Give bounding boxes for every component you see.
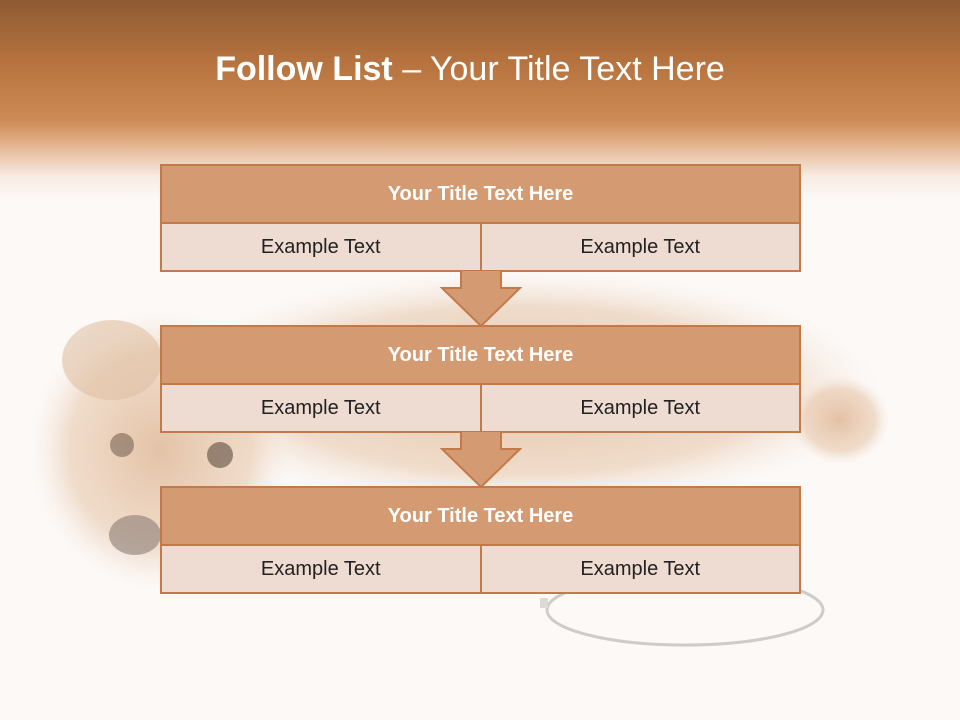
down-arrow-icon bbox=[439, 431, 523, 489]
down-arrow-icon bbox=[439, 270, 523, 328]
step-card-1: Your Title Text Here Example Text Exampl… bbox=[160, 164, 801, 272]
step-card-3: Your Title Text Here Example Text Exampl… bbox=[160, 486, 801, 594]
step-row: Example Text Example Text bbox=[162, 224, 799, 270]
step-title: Your Title Text Here bbox=[162, 327, 799, 385]
step-text-left: Example Text bbox=[162, 224, 480, 270]
slide-title: Follow List – Your Title Text Here bbox=[0, 50, 940, 89]
slide-title-subtitle: Your Title Text Here bbox=[429, 50, 725, 88]
slide-title-separator: – bbox=[402, 50, 422, 88]
step-title: Your Title Text Here bbox=[162, 166, 799, 224]
step-title: Your Title Text Here bbox=[162, 488, 799, 546]
slide-title-main: Follow List bbox=[215, 50, 393, 88]
step-text-left: Example Text bbox=[162, 385, 480, 431]
step-row: Example Text Example Text bbox=[162, 546, 799, 592]
step-card-2: Your Title Text Here Example Text Exampl… bbox=[160, 325, 801, 433]
step-text-right: Example Text bbox=[479, 224, 799, 270]
step-text-left: Example Text bbox=[162, 546, 480, 592]
step-row: Example Text Example Text bbox=[162, 385, 799, 431]
step-text-right: Example Text bbox=[479, 385, 799, 431]
step-text-right: Example Text bbox=[479, 546, 799, 592]
